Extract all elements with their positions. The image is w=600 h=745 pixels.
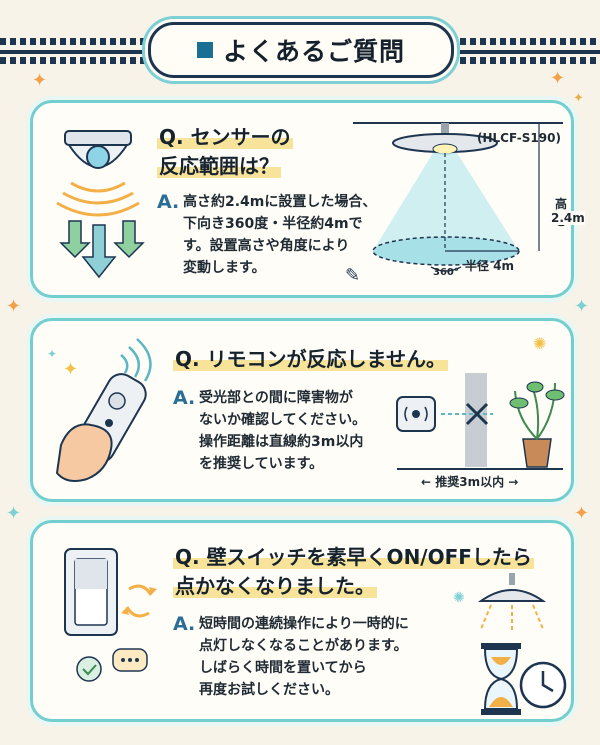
sparkle-icon: ✦ — [47, 347, 58, 361]
angle-label: 360° — [433, 267, 459, 278]
height-value: 2.4m — [551, 211, 585, 225]
radius-label: 半径 4m — [465, 259, 515, 273]
question-text: Q. 壁スイッチを素早くON/OFFしたら 点かなくなりました。 — [173, 545, 534, 598]
sparkle-icon: ✦ — [573, 91, 584, 106]
faq-card-wall-switch: Q. 壁スイッチを素早くON/OFFしたら 点かなくなりました。 A. 短時間の… — [30, 520, 574, 722]
sparkle-icon: ✺ — [453, 590, 465, 606]
sparkle-icon: ✦ — [574, 503, 590, 524]
page-title: よくあるご質問 — [222, 37, 405, 66]
sparkle-icon: ✦ — [550, 68, 566, 89]
faq-card-sensor: Q. センサーの 反応範囲は？ A. 高さ約2.4mに設置した場合、 下向き36… — [30, 100, 585, 298]
model-number: (HLCF-S190) — [477, 131, 561, 145]
answer-mark: A. — [173, 613, 196, 635]
memo-icon: ✎ — [345, 265, 361, 286]
obstacle-diagram — [396, 373, 565, 470]
page-title-badge: よくあるご質問 — [148, 22, 454, 78]
sparkle-icon: ✦ — [574, 296, 590, 317]
faq-card-remote: ✦ ✦ Q. リモコンが反応しません。 A. 受光部との間に障害物が ないか確認… — [30, 318, 574, 502]
answer-text: 受光部との間に障害物が ないか確認してください。 操作距離は直線約3m以内 を推… — [199, 390, 367, 472]
sparkle-icon: ✦ — [6, 503, 22, 524]
sparkle-icon: ✦ — [6, 296, 22, 317]
answer-mark: A. — [173, 387, 196, 409]
motion-sensor-icon — [56, 130, 145, 279]
question-text: Q. リモコンが反応しません。 — [173, 347, 448, 371]
sparkle-icon: ✦ — [32, 70, 48, 91]
detection-range-diagram — [353, 122, 563, 272]
answer-text: 短時間の連続操作により一時的に 点灯しなくなることがあります。 しばらく時間を置… — [199, 616, 409, 698]
hourglass-clock-icon — [477, 573, 567, 715]
square-bullet-icon — [196, 42, 213, 58]
distance-label: ← 推奨3m以内 → — [421, 475, 519, 489]
question-text: Q. センサーの 反応範囲は？ — [157, 125, 293, 178]
sparkle-icon: ✺ — [533, 334, 547, 353]
sparkle-icon: ✦ — [63, 359, 79, 380]
answer-text: 高さ約2.4mに設置した場合、 下向き360度・半径約4mで す。設置高さや角度… — [183, 194, 377, 276]
hand-remote-icon — [55, 338, 152, 482]
answer-mark: A. — [157, 191, 180, 213]
wall-switch-icon — [64, 548, 157, 682]
